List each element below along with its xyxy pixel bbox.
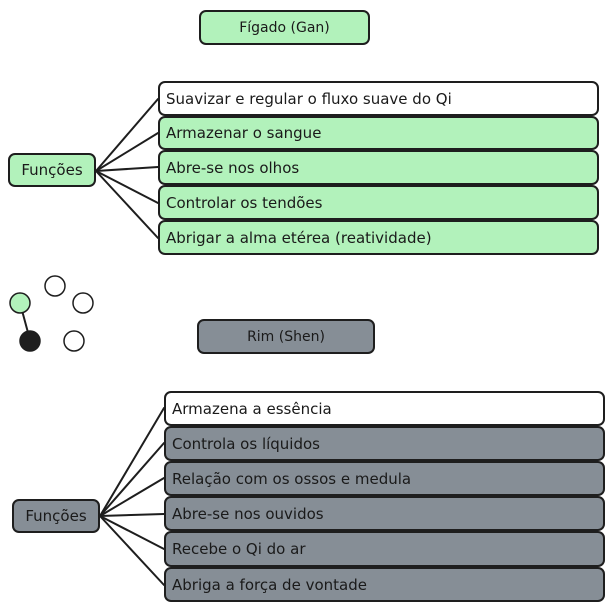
liver-item-1: Suavizar e regular o fluxo suave do Qi [158,81,599,116]
legend-dot-top [44,275,66,297]
kidney-item-2: Controla os líquidos [164,426,605,461]
kidney-item-5: Recebe o Qi do ar [164,531,605,567]
legend-dot-left [9,292,31,314]
legend-dot-bottom-right [63,330,85,352]
kidney-connector-6 [99,515,165,586]
liver-item-5: Abrigar a alma etérea (reatividade) [158,220,599,255]
liver-title: Fígado (Gan) [199,10,370,45]
kidney-connector-4 [99,513,165,517]
liver-connector-5 [95,170,159,239]
kidney-item-1: Armazena a essência [164,391,605,426]
liver-connector-3 [95,166,159,172]
kidney-item-3: Relação com os ossos e medula [164,461,605,496]
kidney-connector-1 [99,407,165,517]
kidney-item-4: Abre-se nos ouvidos [164,496,605,531]
kidney-title: Rim (Shen) [197,319,375,354]
legend-dot-bottom-left [19,330,41,352]
kidney-hub-label: Funções [12,499,100,533]
liver-item-2: Armazenar o sangue [158,116,599,150]
liver-hub-label: Funções [8,153,96,187]
kidney-connector-3 [99,477,165,517]
legend-dot-right [72,292,94,314]
liver-connector-2 [95,132,159,172]
kidney-connector-2 [99,442,165,517]
liver-item-3: Abre-se nos olhos [158,150,599,185]
kidney-connector-5 [99,515,165,550]
five-circles-icon [9,275,94,352]
kidney-item-6: Abriga a força de vontade [164,567,605,602]
liver-connector-4 [95,170,159,204]
liver-connector-1 [95,98,159,172]
liver-item-4: Controlar os tendões [158,185,599,220]
